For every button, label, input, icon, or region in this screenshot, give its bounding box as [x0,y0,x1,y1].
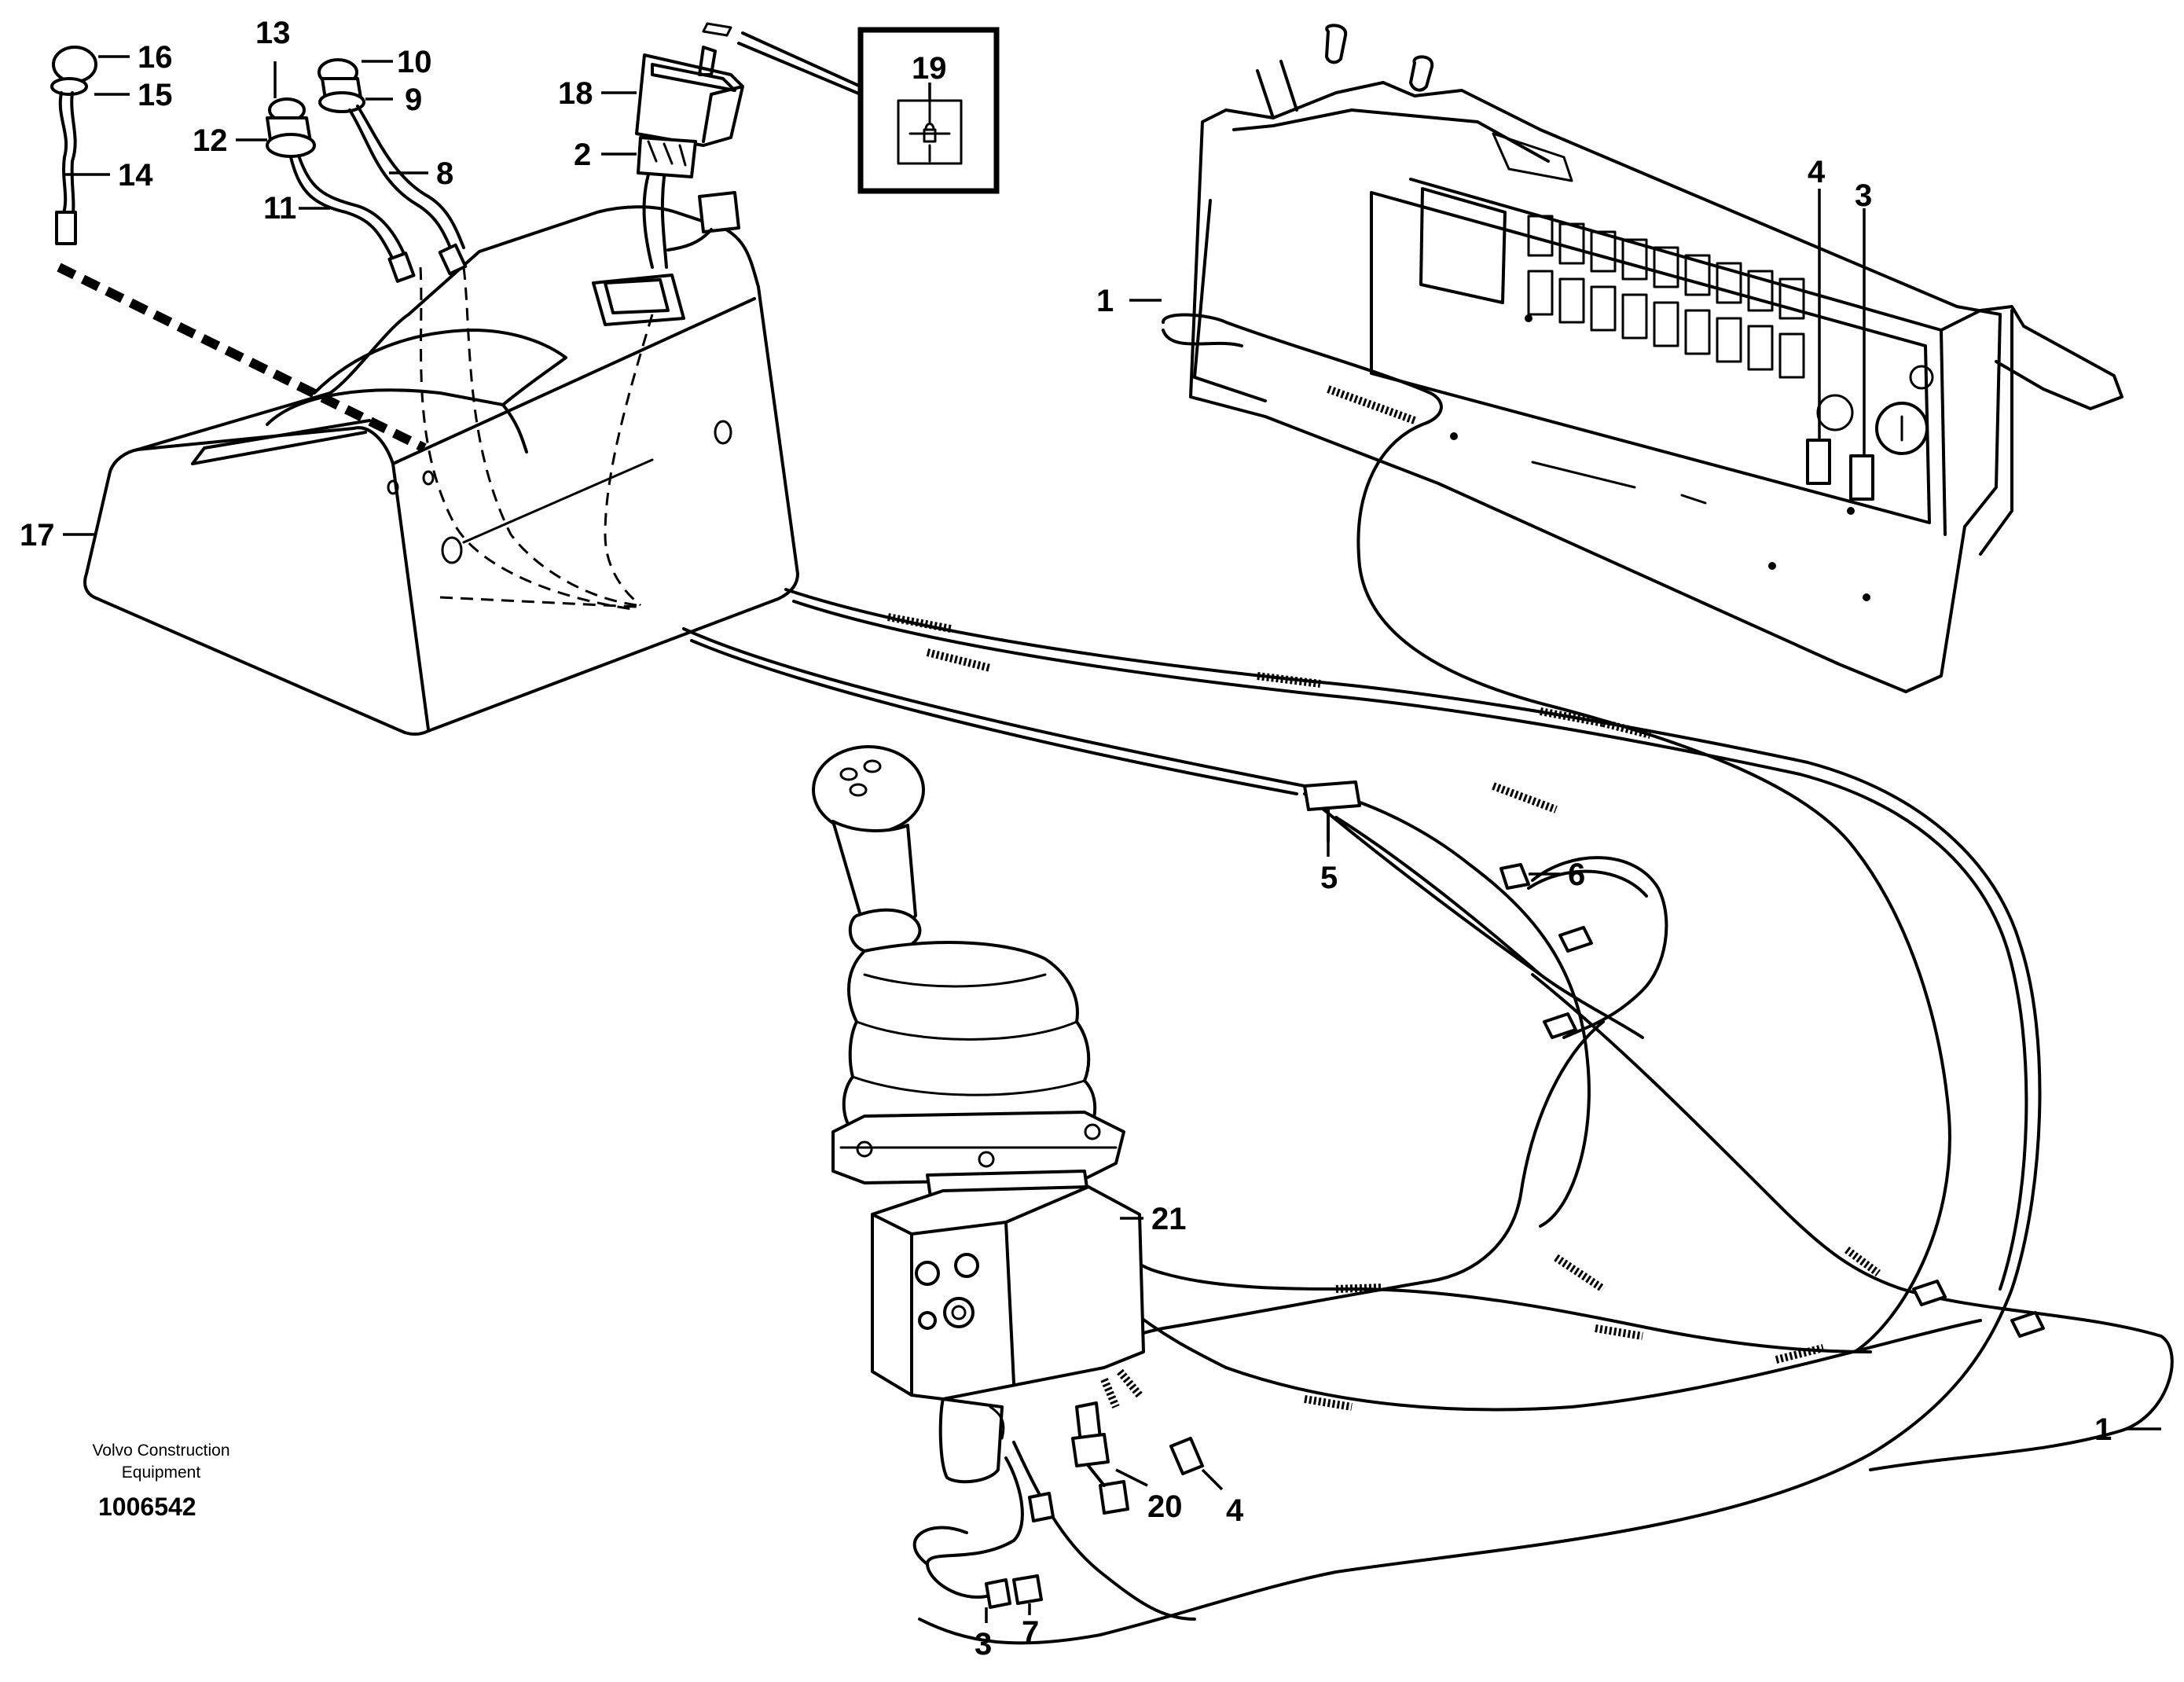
callout-4-top: 4 [1808,155,1826,189]
callout-8: 8 [436,156,453,191]
callout-7: 7 [1022,1615,1039,1650]
symbol-box-19 [737,27,1000,194]
connector-5 [1303,780,1361,843]
component-20-sensor [1071,1401,1129,1515]
control-console-cover [57,205,799,736]
connector-6 [1499,863,1530,890]
callout-16: 16 [138,40,173,75]
callout-20: 20 [1147,1489,1183,1524]
callout-12: 12 [193,123,228,158]
callout-10: 10 [397,45,432,79]
callout-21: 21 [1151,1202,1187,1236]
instrument-panel [1189,24,2123,693]
connector-7-3-lower [912,1441,1196,1621]
credit-line-2: Equipment [122,1463,201,1482]
callout-15: 15 [138,78,173,112]
callout-14: 14 [118,158,153,193]
component-10-9-socket [318,58,468,276]
panel-connector-3 [1849,454,1874,501]
callout-2: 2 [574,138,591,172]
panel-connector-4 [1806,439,1831,485]
component-16-15-cap [50,46,97,245]
drawing-reference-number: 1006542 [98,1493,196,1521]
switch-18 [635,22,744,147]
callout-labels: 16 15 14 13 12 10 9 8 11 18 2 19 17 1 4 … [20,16,2112,1662]
connector-4-lower [1169,1437,1204,1475]
leader-lines [63,55,2161,1623]
callout-9: 9 [405,83,422,117]
callout-5: 5 [1320,861,1338,895]
callout-1-top: 1 [1096,284,1114,318]
callout-13: 13 [255,16,291,50]
callout-6: 6 [1568,858,1585,892]
connector-2b [666,191,740,252]
callout-1-bottom: 1 [2094,1412,2112,1447]
callout-4-bottom: 4 [1226,1493,1244,1528]
callout-17: 17 [20,518,55,553]
component-13-12-socket [266,97,416,283]
switch-bank [1527,215,1805,379]
callout-3-bottom: 3 [975,1627,992,1662]
connector-2 [637,136,697,269]
manufacturer-credit: Volvo Construction Equipment 1006542 [92,1441,229,1521]
callout-19: 19 [912,51,947,86]
joystick-21 [812,745,1145,1484]
callout-11: 11 [263,191,296,226]
credit-line-1: Volvo Construction [92,1441,229,1460]
callout-3-top: 3 [1855,178,1872,213]
callout-18: 18 [558,76,593,111]
